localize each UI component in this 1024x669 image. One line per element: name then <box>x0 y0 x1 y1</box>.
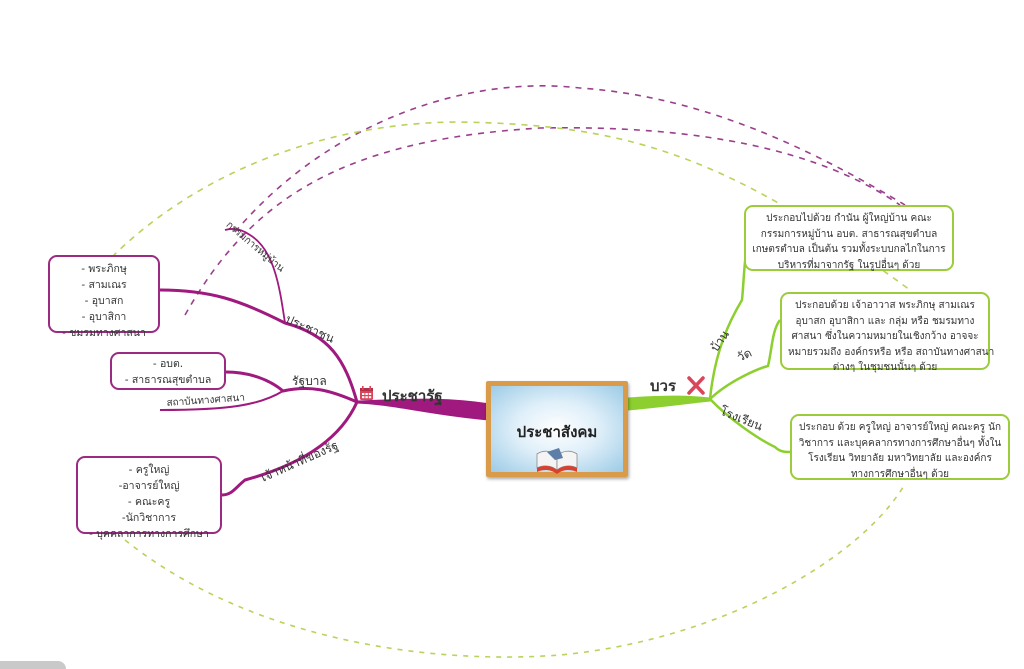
note-line: ประกอบด้วย เจ้าอาวาส พระภิกษุ สามเณร <box>795 300 975 311</box>
calendar-icon <box>360 386 373 400</box>
branch-line-ban <box>708 239 750 400</box>
note-line: -นักวิชาการ <box>121 512 177 524</box>
branch-line-sathaban <box>159 390 284 411</box>
note-line: - คณะครู <box>127 496 171 508</box>
note-line: - อุบาสิกา <box>81 311 127 323</box>
note-line: อุบาสก อุบาสิกา และ กลุ่ม หรือ ชมรมทาง <box>795 315 975 327</box>
note-line: - อุบาสก <box>84 295 124 307</box>
note-line: - อบต. <box>152 358 184 370</box>
horizontal-scrollbar[interactable] <box>0 661 66 669</box>
branch-line-chaonathi <box>221 401 359 497</box>
note-line: - ชมรมทางศาสนา <box>62 327 146 339</box>
note-line: ทางการศึกษาอื่นๆ ด้วย <box>850 468 950 480</box>
note-rongrian: ประกอบ ด้วย ครูใหญ่ อาจารย์ใหญ่ คณะครู น… <box>790 414 1010 480</box>
note-line: - สามเณร <box>81 279 127 291</box>
branch-line-wat <box>709 319 782 400</box>
branch-line-kammakan <box>224 227 286 324</box>
central-topic-title: ประชาสังคม <box>516 423 598 441</box>
open-book-icon <box>536 448 578 474</box>
relationship-line-purple-inner[interactable] <box>184 126 901 316</box>
note-line: โรงเรียน วิทยาลัย มหาวิทยาลัย และองค์กร <box>808 453 992 464</box>
note-chaonathi: - ครูใหญ่ -อาจารย์ใหญ่ - คณะครู -นักวิชา… <box>76 456 222 540</box>
branch-line-rongrian <box>709 398 791 454</box>
note-line: ต่างๆ ในชุมชนนั้นๆ ด้วย <box>832 362 938 373</box>
note-line: ประกอบ ด้วย ครูใหญ่ อาจารย์ใหญ่ คณะครู น… <box>798 422 1002 433</box>
note-wat: ประกอบด้วย เจ้าอาวาส พระภิกษุ สามเณร อุบ… <box>780 292 995 373</box>
note-line: ประกอบไปด้วย กำนัน ผู้ใหญ่บ้าน คณะ <box>766 213 932 224</box>
note-line: - สาธารณสุขตำบล <box>124 374 212 386</box>
note-line: เกษตรตำบล เป็นต้น รวมทั้งระบบกลไกในการ <box>752 244 946 255</box>
note-line: ศาสนา ซึ่งในความหมายในเชิงกว้าง อาจจะ <box>791 331 979 342</box>
subtopic-ratthaban[interactable]: รัฐบาล <box>292 374 327 388</box>
relationship-line-green-bottom[interactable] <box>124 483 906 658</box>
note-line: วิชาการ และบุคคลากรทางการศึกษาอื่นๆ ทั้ง… <box>798 437 1002 449</box>
note-line: - บุคคลาการทางการศึกษา <box>89 528 209 540</box>
note-ratthaban: - อบต. - สาธารณสุขตำบล <box>110 352 226 390</box>
note-line: หมายรวมถึง องค์กรหรือ หรือ สถาบันทางศาสน… <box>788 346 995 358</box>
cross-icon <box>687 376 705 395</box>
right-main-branch <box>627 395 711 411</box>
main-topic-pracharat[interactable]: ประชารัฐ <box>382 387 443 405</box>
note-prachachon: - พระภิกษุ - สามเณร - อุบาสก - อุบาสิกา … <box>48 255 160 339</box>
relationship-line-purple-outer[interactable] <box>234 85 906 233</box>
branch-line-ratthaban <box>225 370 358 404</box>
note-line: -อาจารย์ใหญ่ <box>118 480 180 492</box>
note-line: - พระภิกษุ <box>81 263 127 275</box>
note-line: บริหารที่มาจากรัฐ ในรูปอื่นๆ ด้วย <box>777 259 921 271</box>
note-line: - ครูใหญ่ <box>128 464 170 476</box>
note-ban: ประกอบไปด้วย กำนัน ผู้ใหญ่บ้าน คณะ กรรมก… <box>744 205 954 271</box>
central-topic-node[interactable]: ประชาสังคม <box>486 381 628 477</box>
note-line: กรรมการหมู่บ้าน อบต. สาธารณสุขตำบล <box>760 228 938 240</box>
main-topic-bowon[interactable]: บวร <box>650 377 677 395</box>
